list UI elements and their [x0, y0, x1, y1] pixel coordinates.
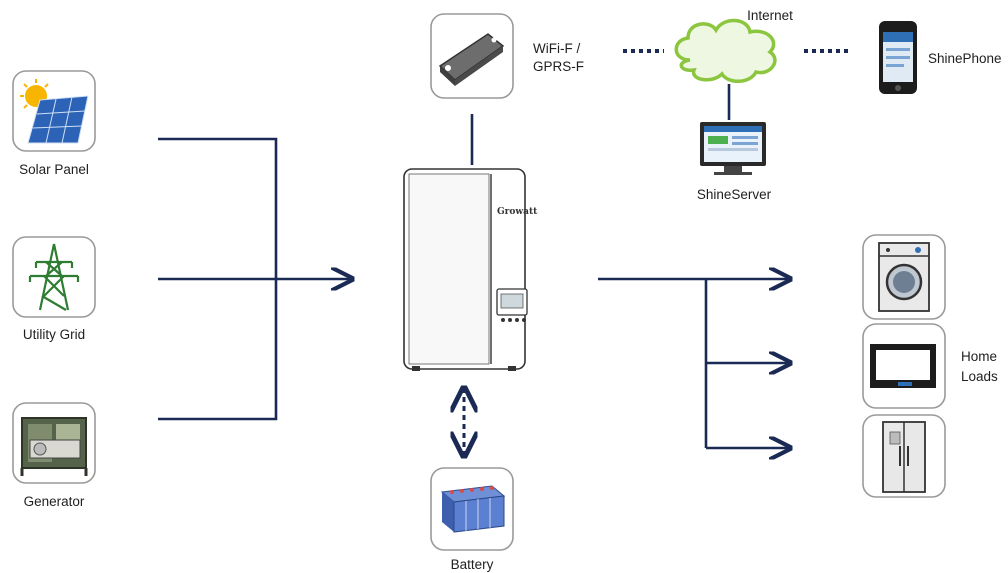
shinephone-label: ShinePhone — [928, 51, 1002, 66]
utility-grid-label: Utility Grid — [22, 327, 86, 342]
datalogger-icon — [438, 33, 505, 86]
battery-icon — [440, 485, 506, 533]
internet-label: Internet — [747, 8, 793, 23]
smartphone-icon — [879, 21, 917, 94]
battery-label: Battery — [450, 557, 494, 572]
transmission-tower-icon — [28, 243, 80, 311]
datalogger-label-line2: GPRS-F — [533, 59, 585, 74]
battery-node — [430, 467, 514, 551]
solar-panel-node — [12, 70, 96, 152]
utility-grid-node — [12, 236, 96, 318]
monitor-icon — [700, 122, 766, 175]
output-connectors — [598, 279, 790, 448]
solar-panel-label: Solar Panel — [19, 162, 89, 177]
inverter-unit: Growatt — [403, 168, 538, 371]
refrigerator-icon — [882, 421, 926, 493]
microwave-node — [862, 323, 946, 409]
input-connectors — [158, 137, 352, 421]
generator-label: Generator — [23, 494, 85, 509]
cloud-icon — [674, 18, 777, 83]
home-loads-label-line2: Loads — [961, 369, 998, 384]
inverter-brand: Growatt — [497, 207, 538, 217]
washing-machine-icon — [878, 242, 930, 312]
internet-cloud — [674, 18, 777, 83]
inverter-icon: Growatt — [403, 168, 538, 371]
generator-icon — [20, 417, 88, 476]
microwave-icon — [870, 344, 936, 388]
refrigerator-node — [862, 414, 946, 498]
shineserver-label: ShineServer — [696, 187, 772, 202]
home-loads-label-line1: Home — [961, 349, 998, 364]
washing-machine-node — [862, 234, 946, 320]
generator-node — [12, 402, 96, 484]
solar-panel-icon — [20, 79, 89, 144]
datalogger-label-line1: WiFi-F / — [533, 41, 581, 56]
datalogger-node — [430, 13, 514, 99]
